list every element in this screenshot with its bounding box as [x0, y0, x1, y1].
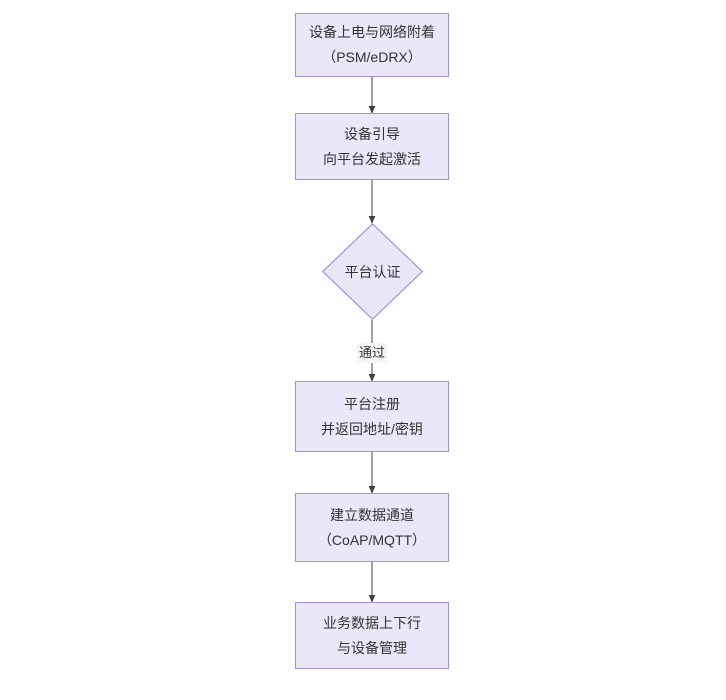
flow-node-n4[interactable]: 平台注册并返回地址/密钥: [295, 381, 449, 452]
flow-node-label: 平台注册: [344, 395, 400, 412]
flow-edge-label: 通过: [357, 343, 388, 363]
flow-node-label: 设备上电与网络附着: [309, 24, 435, 40]
flow-node-label: 平台认证: [344, 263, 401, 280]
flow-node-label: （CoAP/MQTT）: [317, 531, 427, 548]
flow-node-n1[interactable]: 设备上电与网络附着 （PSM/eDRX）: [295, 13, 449, 77]
flow-node-n2[interactable]: 设备引导向平台发起激活: [295, 113, 449, 180]
diamond-shape-icon: [322, 223, 423, 320]
flow-node-label: 业务数据上下行: [323, 614, 421, 631]
flow-node-label: 设备引导: [344, 125, 400, 142]
flow-node-n5[interactable]: 建立数据通道 （CoAP/MQTT）: [295, 493, 449, 562]
flow-node-n3[interactable]: 平台认证: [322, 223, 423, 320]
flow-node-n6[interactable]: 业务数据上下行与设备管理: [295, 602, 449, 669]
flow-node-label: 建立数据通道: [330, 506, 414, 523]
flow-node-label: （PSM/eDRX）: [322, 49, 422, 65]
flow-node-label: 与设备管理: [337, 639, 407, 656]
flow-node-label: 并返回地址/密钥: [321, 420, 423, 437]
flow-node-label: 向平台发起激活: [323, 150, 421, 167]
